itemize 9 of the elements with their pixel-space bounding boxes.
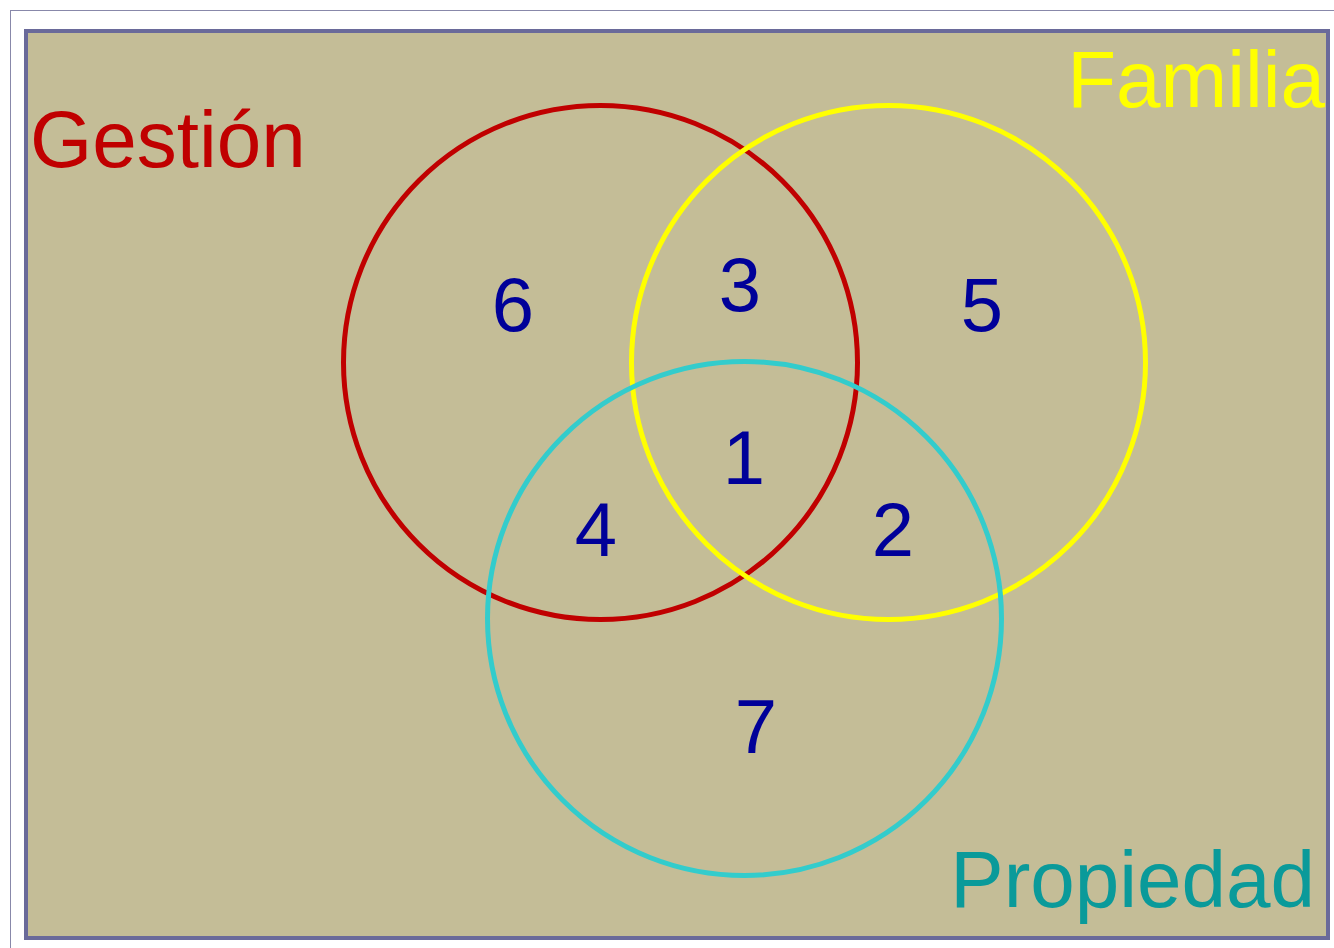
set-label: Gestión	[30, 100, 306, 180]
region-number: 1	[722, 420, 766, 496]
region-number: 6	[491, 267, 535, 343]
region-number: 2	[871, 492, 915, 568]
region-number: 7	[734, 689, 778, 765]
region-number: 4	[574, 492, 618, 568]
region-number: 3	[718, 247, 762, 323]
set-label: Familia	[1067, 40, 1325, 120]
region-number: 5	[960, 267, 1004, 343]
